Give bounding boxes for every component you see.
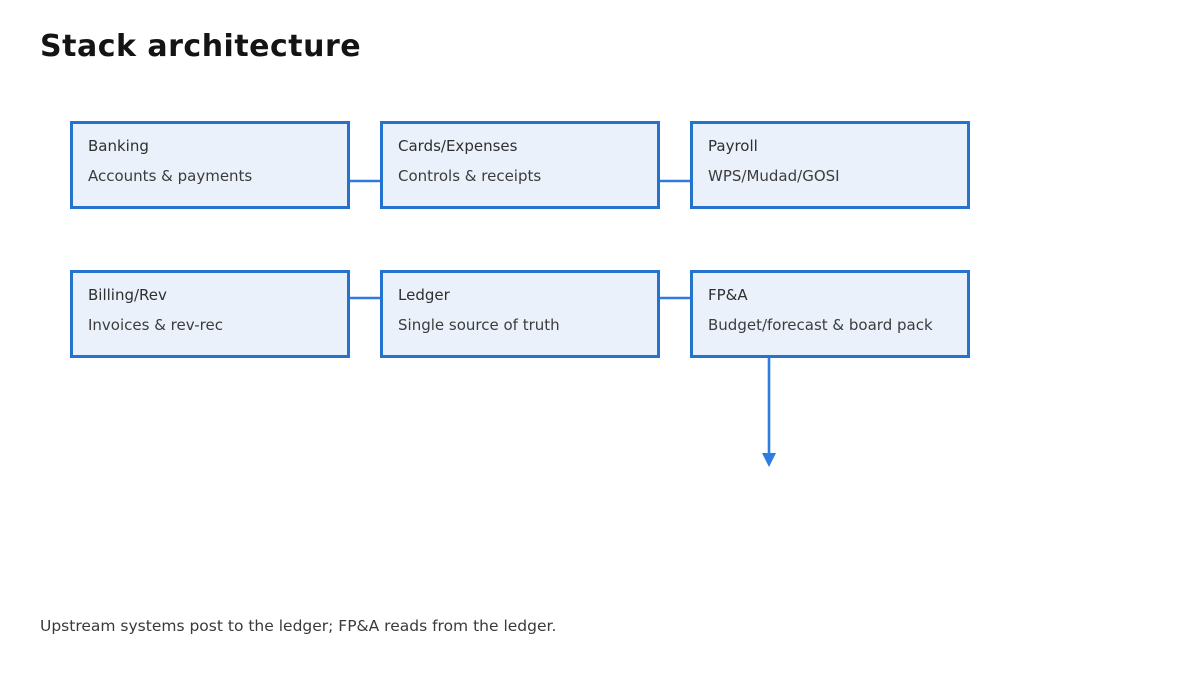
node-payroll: Payroll WPS/Mudad/GOSI xyxy=(690,121,970,209)
node-subtitle: Single source of truth xyxy=(398,316,560,334)
node-title: FP&A xyxy=(708,286,748,304)
node-subtitle: Budget/forecast & board pack xyxy=(708,316,933,334)
page-title: Stack architecture xyxy=(40,29,362,64)
node-banking: Banking Accounts & payments xyxy=(70,121,350,209)
node-subtitle: Accounts & payments xyxy=(88,167,253,185)
caption: Upstream systems post to the ledger; FP&… xyxy=(40,617,557,635)
node-fpa: FP&A Budget/forecast & board pack xyxy=(690,270,970,358)
node-cards-expenses: Cards/Expenses Controls & receipts xyxy=(380,121,660,209)
node-subtitle: Controls & receipts xyxy=(398,167,542,185)
node-ledger: Ledger Single source of truth xyxy=(380,270,660,358)
node-title: Payroll xyxy=(708,137,758,155)
node-title: Billing/Rev xyxy=(88,286,167,304)
node-billing-rev: Billing/Rev Invoices & rev-rec xyxy=(70,270,350,358)
node-title: Banking xyxy=(88,137,149,155)
node-subtitle: WPS/Mudad/GOSI xyxy=(708,167,840,185)
node-subtitle: Invoices & rev-rec xyxy=(88,316,223,334)
node-title: Ledger xyxy=(398,286,450,304)
arrowhead xyxy=(762,453,776,467)
node-title: Cards/Expenses xyxy=(398,137,518,155)
